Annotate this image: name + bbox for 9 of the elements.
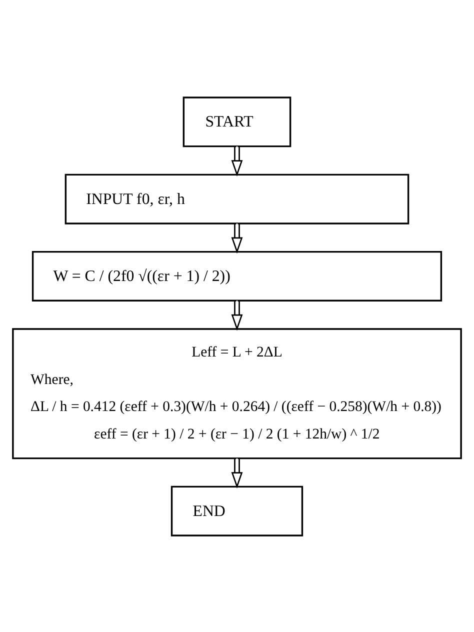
node-box: START — [182, 96, 292, 147]
node-box: INPUT f0, εr, h — [64, 173, 410, 224]
arrow — [231, 300, 243, 330]
arrow — [231, 458, 243, 488]
node-box: END — [170, 485, 304, 536]
node-box: W = C / (2f0 √((εr + 1) / 2)) — [32, 250, 442, 301]
node-box: Leff = L + 2ΔL Where, ΔL / h = 0.412 (εeff + 0.3)(W/h + 0.264) / ((εeff − 0.258)(W/h + 0.8)) εeff = (εr + 1) / 2 + (εr − 1) / 2 (1 + 12h/w) ^ 1/2 — [12, 328, 462, 459]
arrow — [231, 223, 243, 254]
arrow — [231, 146, 243, 176]
